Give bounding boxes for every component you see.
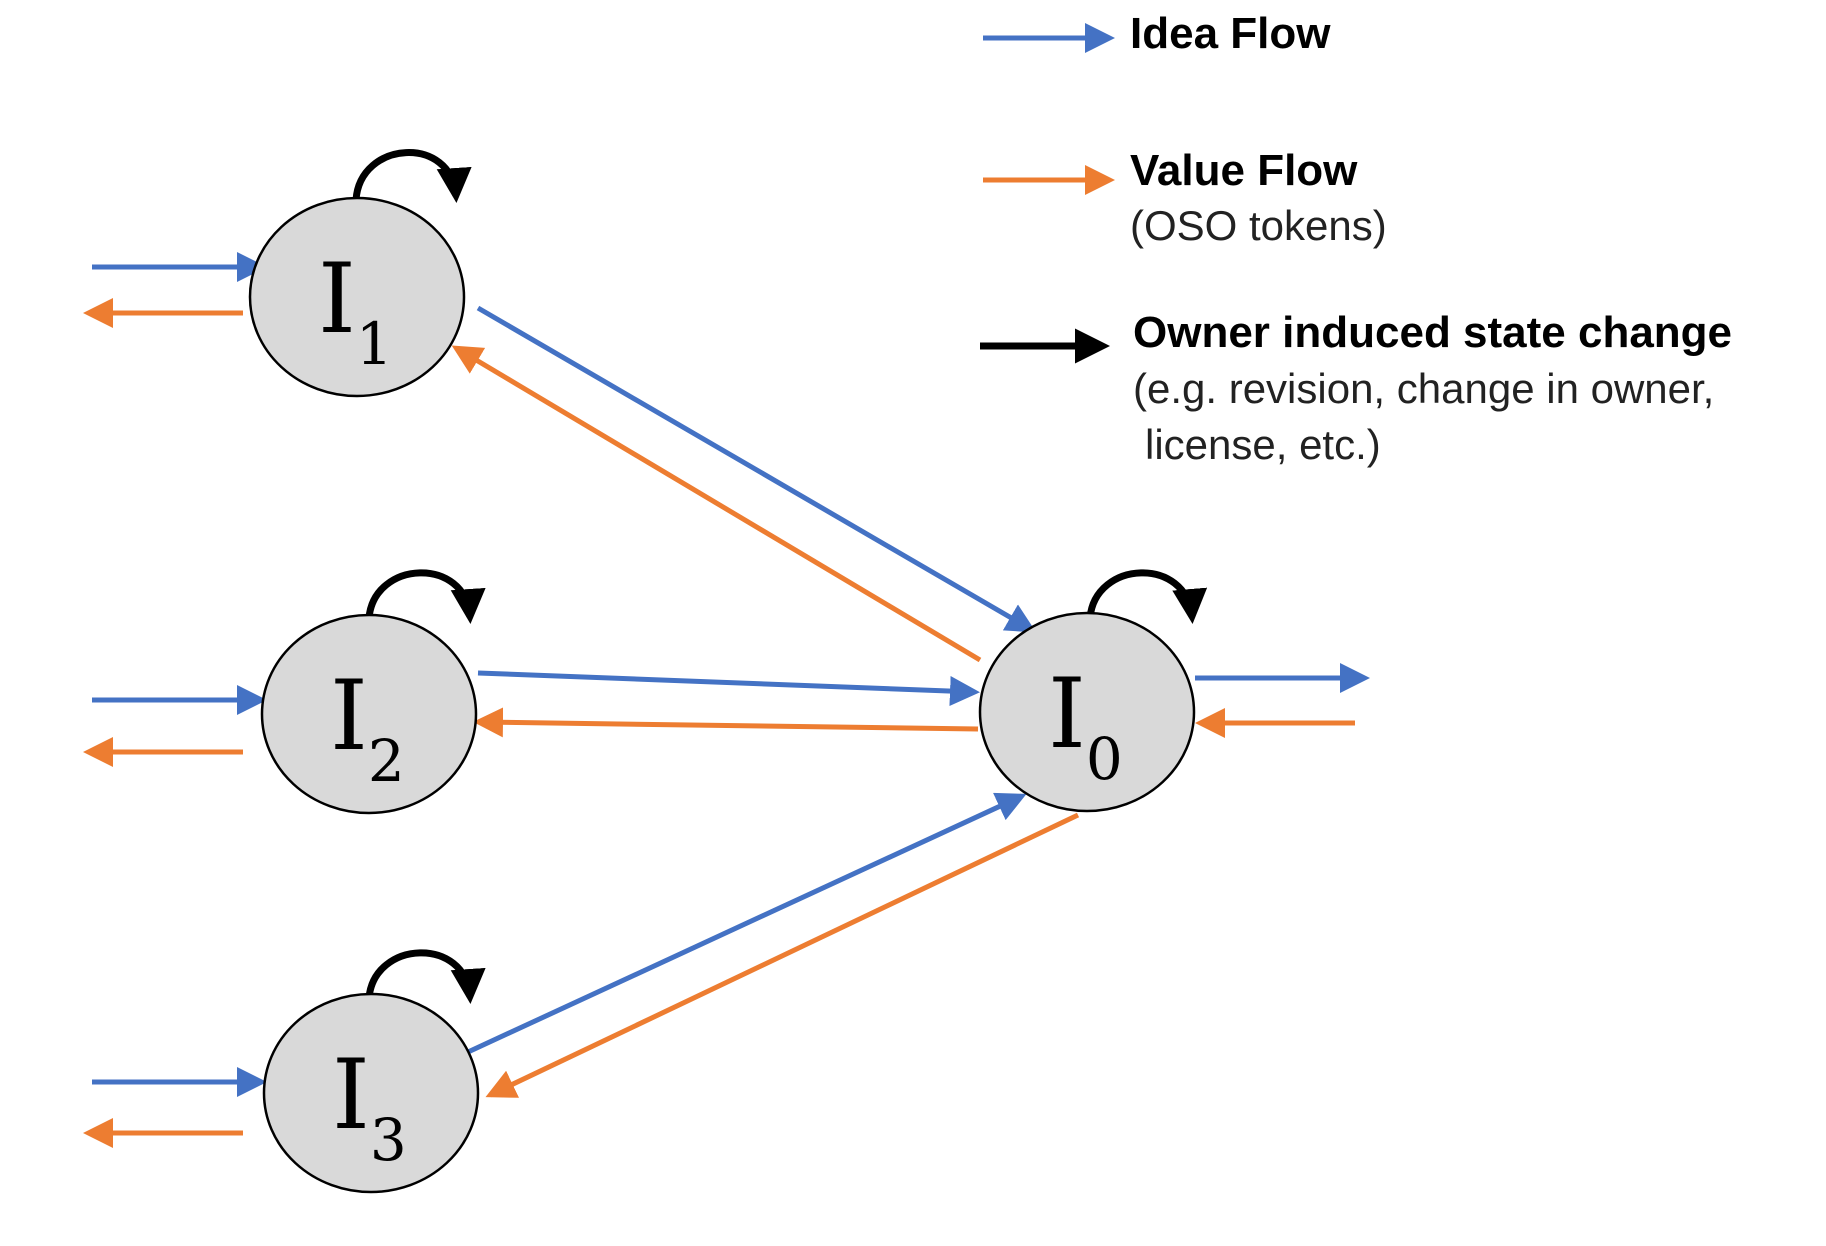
i0-self-loop-arrow — [1086, 569, 1208, 624]
i3-to-i0-idea-arrow — [466, 792, 1027, 1055]
i0-to-i3-value-arrow — [485, 812, 1080, 1098]
node-i0-circle — [978, 611, 1196, 813]
node-i1: I1 — [248, 196, 466, 398]
node-i0: I0 — [978, 611, 1196, 813]
node-i0-label: I0 — [1048, 658, 1123, 793]
i1-self-loop-arrow — [352, 149, 472, 203]
node-i3-circle — [262, 992, 480, 1194]
node-i3-label: I3 — [332, 1039, 407, 1174]
legend-value-desc: (OSO tokens) — [1130, 202, 1387, 249]
node-i2-circle — [260, 613, 478, 815]
legend: Idea Flow Value Flow (OSO tokens) Owner … — [980, 9, 1732, 468]
node-i3: I3 — [262, 992, 480, 1194]
legend-owner-desc-line2: license, etc.) — [1145, 421, 1381, 468]
legend-value-title: Value Flow — [1130, 146, 1358, 195]
node-i2-label: I2 — [330, 660, 405, 795]
i2-to-i0-idea-arrow — [477, 670, 980, 707]
node-i2: I2 — [260, 613, 478, 815]
legend-idea-title: Idea Flow — [1130, 9, 1331, 58]
legend-owner-desc-line1: (e.g. revision, change in owner, — [1133, 365, 1714, 412]
i2-self-loop-arrow — [365, 569, 486, 624]
i0-to-i2-value-arrow — [473, 707, 979, 738]
node-i1-circle — [248, 196, 466, 398]
i0-to-i1-value-arrow — [451, 345, 982, 663]
i1-to-i0-idea-arrow — [476, 305, 1037, 633]
i3-self-loop-arrow — [365, 949, 486, 1004]
node-i1-label: I1 — [318, 243, 393, 378]
legend-owner-title: Owner induced state change — [1133, 308, 1732, 357]
